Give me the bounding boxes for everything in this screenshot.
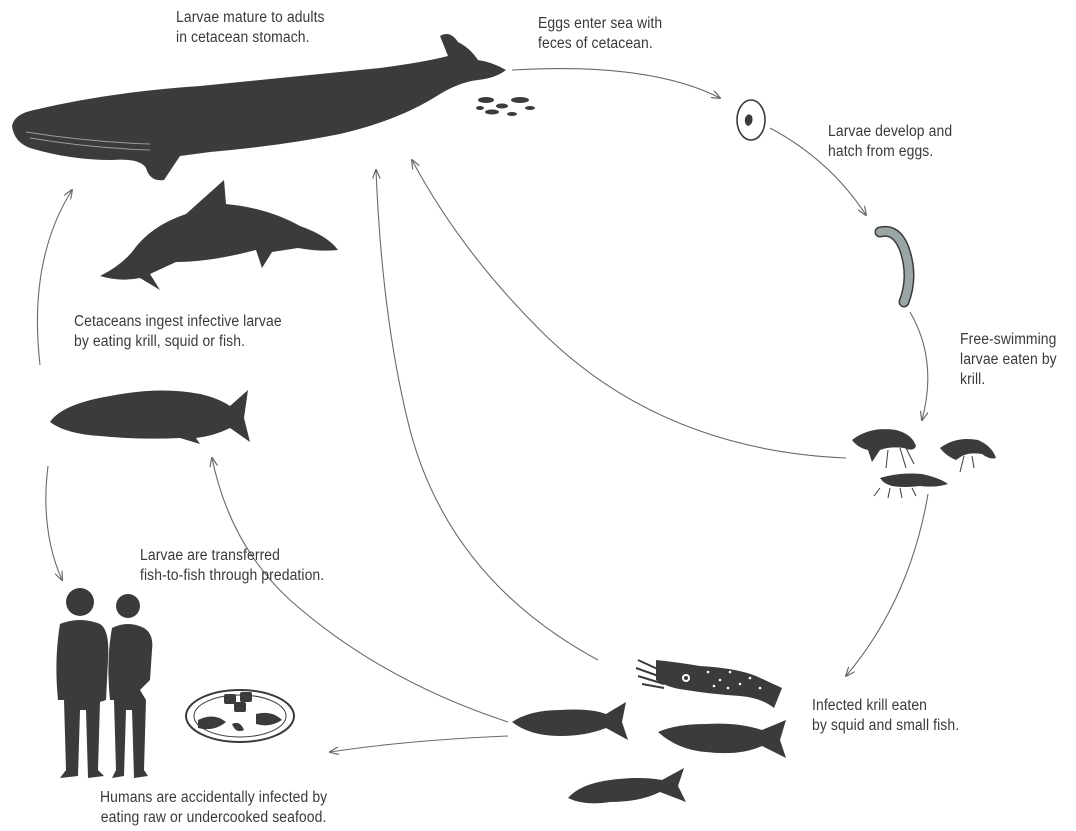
seafood-plate-icon	[186, 690, 294, 742]
salmon-icon	[50, 390, 250, 444]
arrow-larva-to-krill	[910, 312, 928, 420]
squid-icon	[636, 660, 782, 708]
arrow-krill-to-squid	[846, 494, 928, 676]
arrow-salmon-to-humans	[46, 466, 62, 580]
whale-icon	[12, 34, 506, 180]
larva-icon	[880, 231, 909, 302]
small-fish-icon	[512, 702, 786, 803]
arrow-squid-to-whale	[376, 170, 598, 660]
egg-icon	[737, 100, 765, 140]
humans-icon	[56, 588, 152, 778]
dolphin-icon	[100, 180, 338, 290]
arrow-krill-to-whale	[412, 160, 846, 458]
arrow-salmon-to-dolphin	[37, 190, 72, 365]
feces-icon	[476, 97, 535, 116]
arrow-feces-to-egg	[512, 69, 720, 98]
arrow-fish-to-humans	[330, 736, 508, 752]
arrow-fish-to-salmon	[212, 458, 508, 722]
krill-icon	[852, 429, 996, 498]
